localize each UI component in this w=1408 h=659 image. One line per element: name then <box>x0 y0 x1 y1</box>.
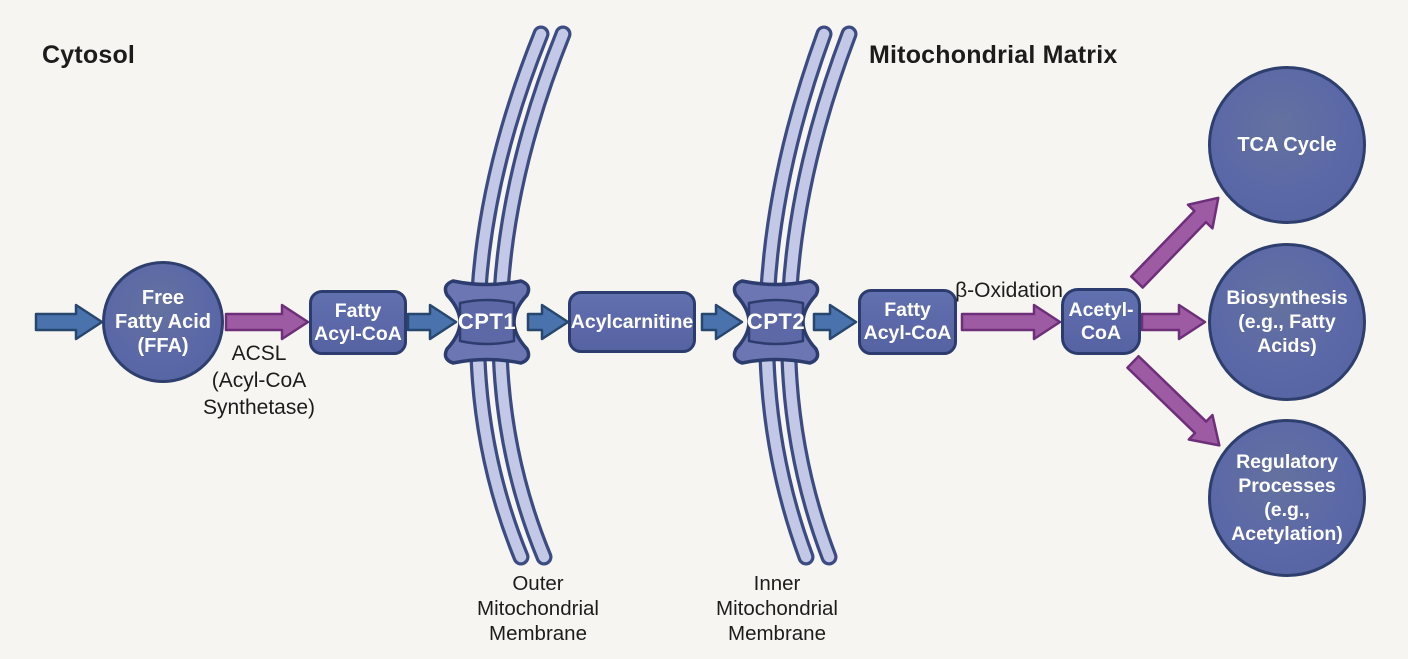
node-cpt2-label: CPT2 <box>746 309 806 334</box>
node-biosynthesis: Biosynthesis (e.g., Fatty Acids) <box>1208 243 1366 401</box>
outer-membrane-caption: Outer Mitochondrial Membrane <box>477 572 599 645</box>
node-fatty-acyl-coa-cytosol: Fatty Acyl-CoA <box>309 290 407 355</box>
node-tca-cycle: TCA Cycle <box>1208 66 1366 224</box>
node-acetyl-coa: Acetyl- CoA <box>1061 288 1141 355</box>
node-fatty-acyl-coa-matrix: Fatty Acyl-CoA <box>858 289 957 355</box>
node-label-line: Fatty Acid <box>115 311 211 333</box>
node-regulatory-processes: Regulatory Processes (e.g., Acetylation) <box>1208 419 1366 577</box>
mitochondrial-matrix-label: Mitochondrial Matrix <box>869 41 1118 69</box>
arrow-fattyacylcoa1-to-cpt1 <box>406 303 458 341</box>
arrow-cpt2-to-fattyacylcoa2 <box>812 303 858 341</box>
acsl-caption: ACSL (Acyl-CoA Synthetase) <box>202 342 316 419</box>
arrow-acetylcoa-to-tca <box>1129 196 1220 289</box>
node-label-line: Free <box>141 287 185 309</box>
arrow-acsl <box>224 303 310 341</box>
cpt1-transporter-icon <box>443 279 531 365</box>
cytosol-label: Cytosol <box>42 41 136 69</box>
node-acylcarnitine: Acylcarnitine <box>568 291 696 353</box>
inner-membrane-caption: Inner Mitochondrial Membrane <box>716 572 838 645</box>
arrow-acylcarnitine-to-cpt2 <box>700 303 744 341</box>
arrow-cpt1-to-acylcarnitine <box>526 303 570 341</box>
arrow-acetylcoa-to-regulatory <box>1126 354 1221 447</box>
cpt2-transporter-icon <box>732 279 820 365</box>
arrow-start-to-ffa <box>34 303 104 341</box>
beta-oxidation-caption: β-Oxidation <box>955 279 1063 302</box>
node-cpt1-label: CPT1 <box>457 309 517 334</box>
arrow-beta-oxidation <box>960 303 1062 341</box>
node-label-line: (FFA) <box>137 335 189 357</box>
node-free-fatty-acid: Free Fatty Acid (FFA) <box>102 261 224 383</box>
arrow-acetylcoa-to-biosynthesis <box>1140 303 1207 341</box>
